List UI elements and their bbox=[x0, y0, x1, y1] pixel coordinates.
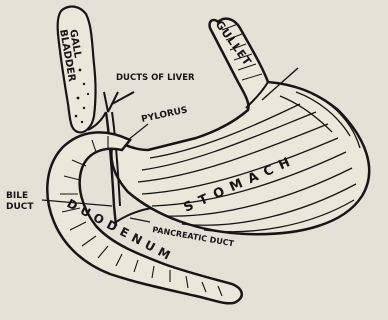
label-bile-duct-line1: BILE bbox=[6, 191, 28, 201]
label-ducts-of-liver: DUCTS OF LIVER bbox=[116, 73, 195, 83]
label-bile-duct-line2: DUCT bbox=[6, 202, 34, 212]
gall-bladder-outline bbox=[58, 7, 96, 133]
hepatic-duct-left bbox=[104, 92, 108, 112]
pylorus-leader bbox=[128, 124, 148, 140]
pancreatic-duct-leader bbox=[130, 218, 150, 222]
gall-bladder bbox=[58, 7, 96, 133]
label-pylorus: PYLORUS bbox=[141, 105, 189, 125]
pancreatic-duct bbox=[116, 208, 152, 222]
